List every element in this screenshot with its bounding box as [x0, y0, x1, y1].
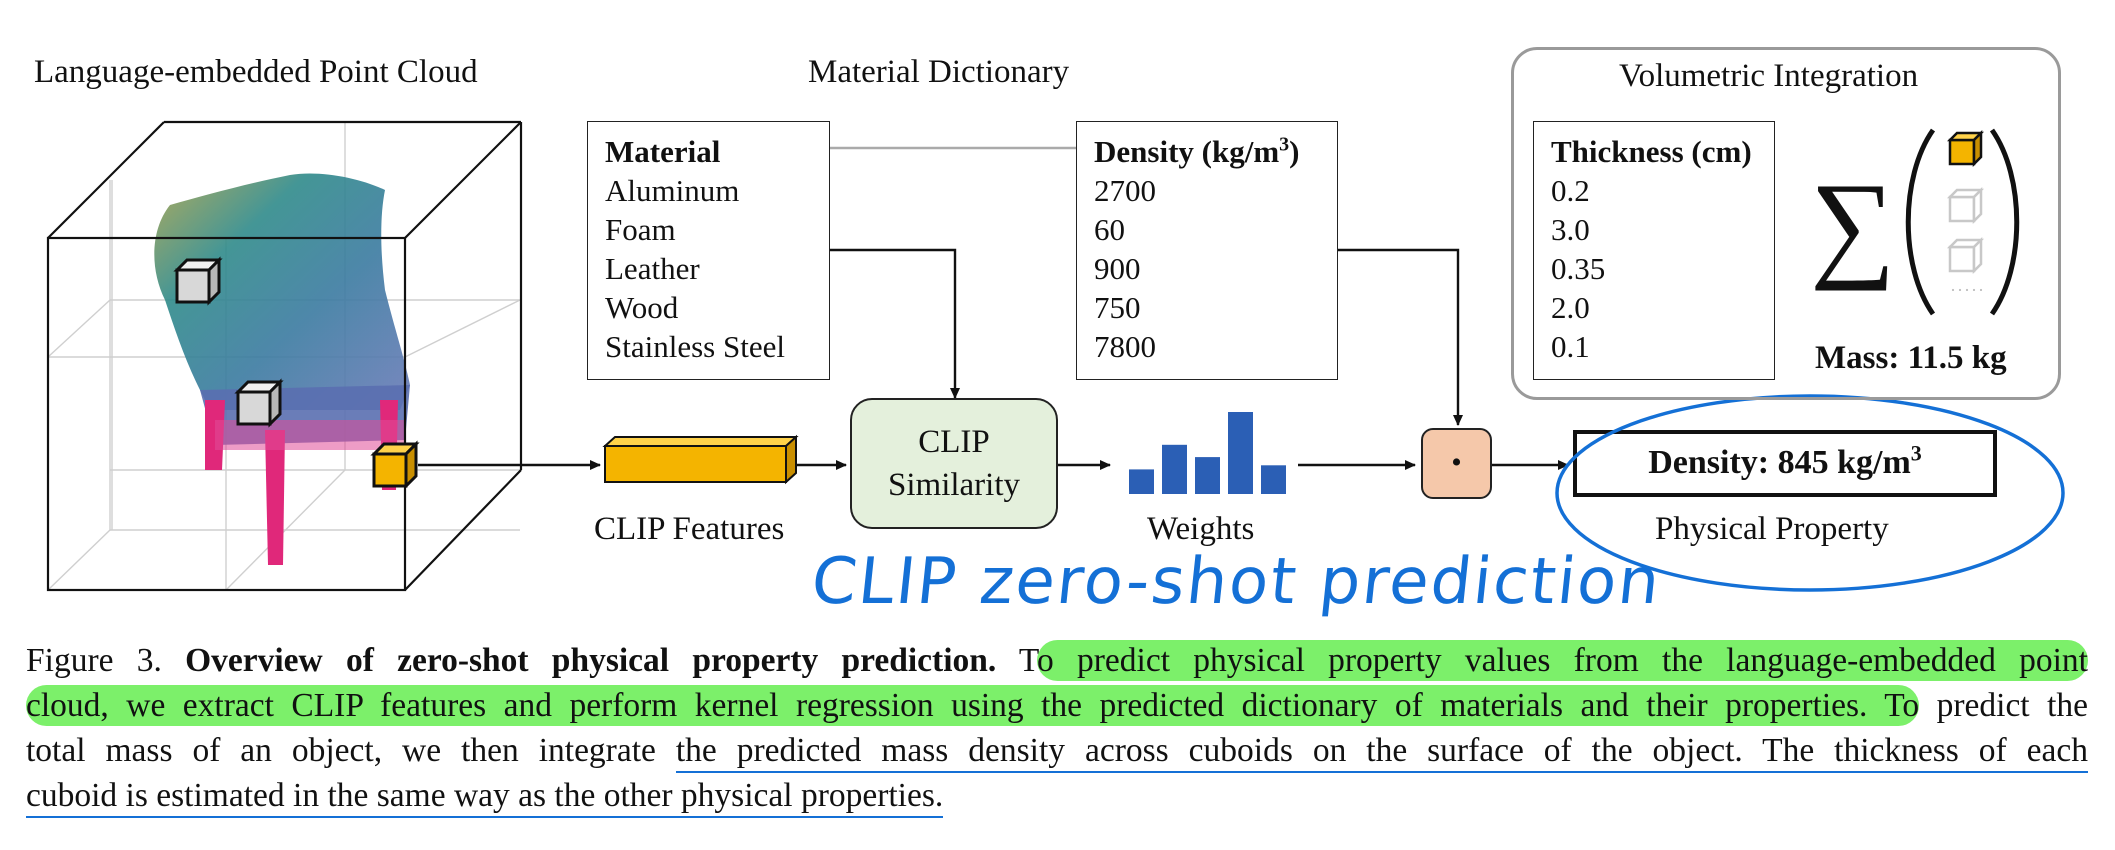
dot-product-operator: • — [1421, 428, 1492, 499]
caption-text: total mass of an object, we then integra… — [26, 732, 676, 769]
volumetric-integration-panel — [1511, 47, 2061, 400]
thickness-item: 3.0 — [1551, 212, 1590, 247]
summation-symbol: ∑ — [1810, 158, 1896, 291]
point-cloud-cube — [46, 120, 523, 592]
figure-caption: Figure 3. Overview of zero-shot physical… — [26, 638, 2088, 818]
caption-figure-number: Figure 3. — [26, 642, 186, 679]
highlighted-text: o predict physical property values from … — [1037, 640, 2088, 681]
clip-similarity-line2: Similarity — [888, 467, 1020, 503]
point-cloud-title: Language-embedded Point Cloud — [34, 54, 478, 90]
clip-feature-bar — [602, 434, 799, 485]
mass-output: Mass: 11.5 kg — [1815, 340, 2007, 376]
caption-line-3: total mass of an object, we then integra… — [26, 728, 2088, 773]
annotation-ellipse — [1555, 394, 2065, 592]
weight-bar — [1261, 465, 1286, 494]
density-item: 900 — [1094, 251, 1141, 286]
material-item: Stainless Steel — [605, 329, 785, 364]
material-item: Leather — [605, 251, 700, 286]
weight-bar — [1228, 412, 1253, 494]
underlined-text: the predicted mass density across cuboid… — [675, 732, 2088, 773]
summation-parentheses — [1905, 128, 2020, 316]
handwritten-annotation: CLIP zero-shot prediction — [808, 545, 1665, 619]
thickness-item: 0.35 — [1551, 251, 1606, 286]
weight-bar — [1129, 469, 1154, 494]
figure-diagram: Language-embedded Point Cloud — [34, 47, 2065, 619]
caption-line-2: cloud, we extract CLIP features and perf… — [26, 683, 2088, 728]
connector-arrows — [418, 146, 1569, 470]
material-header: Material — [605, 134, 721, 169]
caption-line-1: Figure 3. Overview of zero-shot physical… — [26, 638, 2088, 683]
thickness-item: 0.1 — [1551, 329, 1590, 364]
clip-similarity-line1: CLIP — [918, 424, 990, 460]
physical-property-label: Physical Property — [1655, 511, 1889, 547]
material-list-box: Material Aluminum Foam Leather Wood Stai… — [587, 121, 830, 380]
gray-cuboid-2 — [234, 378, 284, 428]
caption-title: Overview of zero-shot physical property … — [185, 642, 997, 679]
sum-cuboid-highlight — [1946, 129, 1985, 168]
caption-text: predict the — [1919, 687, 2088, 724]
density-header: Density (kg/m3) — [1094, 133, 1300, 169]
density-item: 7800 — [1094, 329, 1156, 364]
density-output-sup: 3 — [1910, 440, 1922, 466]
gray-cuboid-1 — [173, 256, 223, 306]
material-dictionary-title: Material Dictionary — [808, 54, 1070, 90]
thickness-item: 2.0 — [1551, 290, 1590, 325]
thickness-item: 0.2 — [1551, 173, 1590, 208]
caption-line-4: cuboid is estimated in the same way as t… — [26, 773, 2088, 818]
caption-text: T — [996, 642, 1038, 679]
thickness-list-box: Thickness (cm) 0.2 3.0 0.35 2.0 0.1 — [1533, 121, 1775, 380]
material-item: Aluminum — [605, 173, 740, 208]
clip-similarity-box: CLIP Similarity — [850, 398, 1058, 529]
clip-features-label: CLIP Features — [594, 511, 785, 547]
density-output-box: Density: 845 kg/m3 — [1573, 430, 1997, 497]
highlighted-text: cloud, we extract CLIP features and perf… — [26, 685, 1920, 726]
thickness-header: Thickness (cm) — [1551, 134, 1752, 169]
density-list-box: Density (kg/m3) 2700 60 900 750 7800 — [1076, 121, 1338, 380]
material-item: Wood — [605, 290, 679, 325]
weights-bar-chart — [1129, 412, 1286, 494]
weights-label: Weights — [1147, 511, 1255, 547]
density-item: 750 — [1094, 290, 1141, 325]
sum-cuboid-gray — [1946, 236, 1985, 275]
density-item: 2700 — [1094, 173, 1156, 208]
sum-ellipsis: ····· — [1950, 280, 1985, 300]
highlighted-cuboid — [370, 440, 420, 490]
weight-bar — [1195, 457, 1220, 494]
sum-cuboid-gray — [1946, 186, 1985, 225]
density-output-text: Density: 845 kg/m — [1648, 444, 1911, 481]
cube-outline — [46, 120, 523, 592]
volumetric-integration-title: Volumetric Integration — [1619, 58, 1919, 94]
density-item: 60 — [1094, 212, 1125, 247]
weight-bar — [1162, 444, 1187, 494]
material-item: Foam — [605, 212, 676, 247]
underlined-text: cuboid is estimated in the same way as t… — [26, 777, 944, 818]
